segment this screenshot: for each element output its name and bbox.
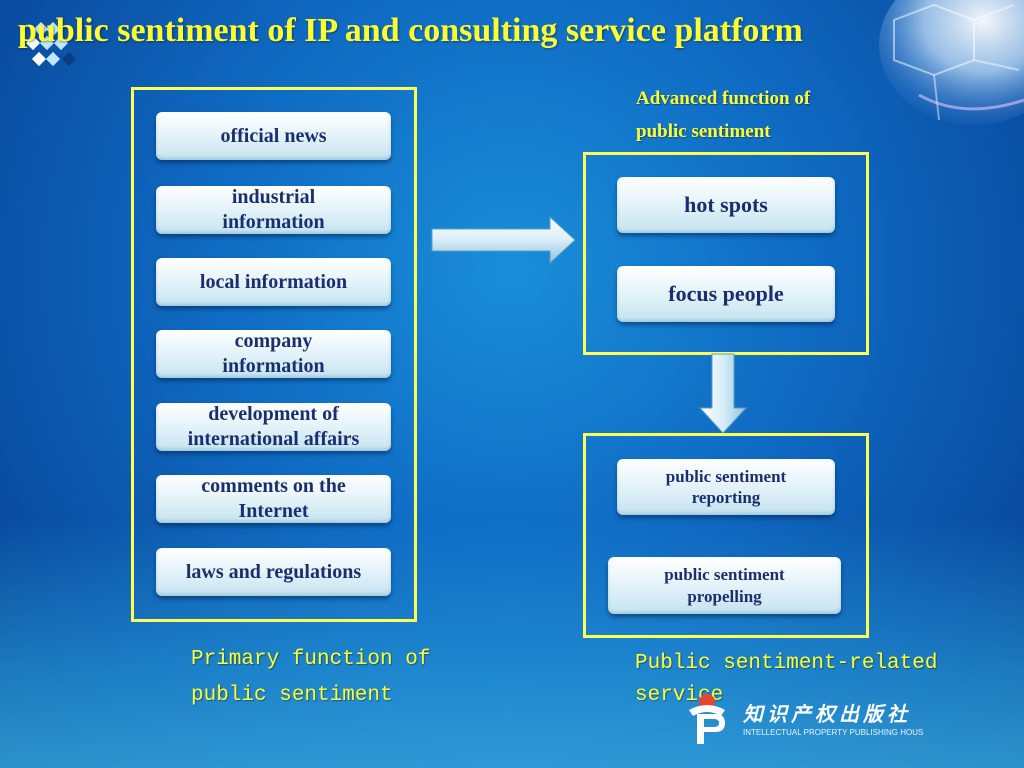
item-label: public sentiment: [665, 466, 787, 486]
decorative-sphere-graphic: [879, 0, 1024, 125]
item-label: reporting: [691, 488, 761, 507]
advanced-item-hot-spots: hot spots: [617, 177, 835, 233]
item-label: propelling: [687, 586, 762, 606]
advanced-item-focus-people: focus people: [617, 266, 835, 322]
down-arrow-icon: [698, 353, 748, 434]
primary-item-industrial-information: industrial information: [156, 186, 391, 234]
primary-function-label: Primary function of public sentiment: [191, 642, 430, 714]
diamond-pattern-icon: [25, 22, 77, 67]
item-label: comments on the: [201, 475, 346, 497]
publisher-name-chinese: 知识产权出版社: [743, 702, 911, 726]
item-label: international affairs: [187, 428, 360, 450]
label-line: public sentiment: [636, 121, 771, 142]
service-frame: [583, 433, 869, 638]
service-item-reporting: public sentiment reporting: [617, 459, 835, 515]
item-label: laws and regulations: [185, 560, 362, 583]
item-label: development of: [208, 403, 339, 425]
item-label: industrial: [231, 186, 316, 208]
item-label: hot spots: [684, 192, 768, 218]
right-arrow-icon: [431, 215, 576, 265]
publisher-emblem-icon: [689, 694, 725, 744]
primary-item-official-news: official news: [156, 112, 391, 160]
item-label: focus people: [668, 281, 784, 307]
label-line: Advanced function of: [636, 88, 811, 109]
item-label: information: [222, 211, 325, 233]
primary-item-laws-regulations: laws and regulations: [156, 548, 391, 596]
publisher-name-english: INTELLECTUAL PROPERTY PUBLISHING HOUS: [743, 728, 924, 737]
primary-item-international-affairs: development of international affairs: [156, 403, 391, 451]
label-line: public sentiment: [191, 684, 393, 707]
item-label: public sentiment: [664, 565, 785, 585]
publisher-logo: 知识产权出版社 INTELLECTUAL PROPERTY PUBLISHING…: [683, 690, 983, 750]
advanced-function-label: Advanced function of public sentiment: [636, 82, 810, 148]
item-label: local information: [199, 270, 348, 293]
item-label: Internet: [238, 500, 309, 522]
primary-item-company-information: company information: [156, 330, 391, 378]
label-line: Primary function of: [191, 648, 431, 671]
primary-item-local-information: local information: [156, 258, 391, 306]
item-label: information: [222, 355, 325, 377]
label-line: Public sentiment-related: [635, 652, 938, 675]
primary-function-frame: [131, 87, 417, 622]
item-label: company: [234, 330, 313, 352]
page-title: public sentiment of IP and consulting se…: [18, 12, 803, 49]
item-label: official news: [220, 124, 327, 147]
